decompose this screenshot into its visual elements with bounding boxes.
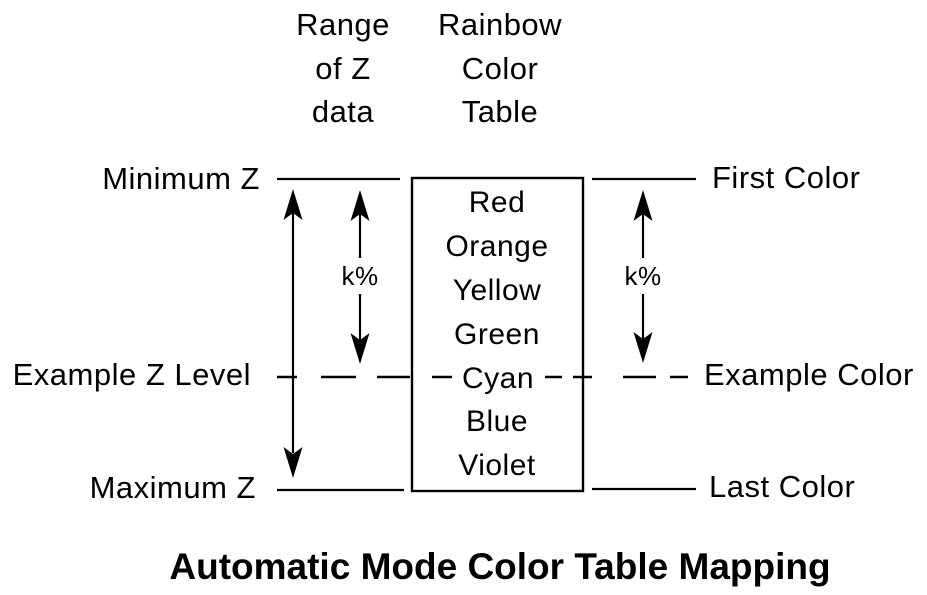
z-range-arrow xyxy=(283,189,303,478)
rainbow-color-table-box xyxy=(410,176,585,493)
z-range-column-header: Range of Z data xyxy=(296,7,390,129)
diagram-caption: Automatic Mode Color Table Mapping xyxy=(169,546,830,587)
arrow-down-head xyxy=(350,333,370,364)
minimum-z-label: Minimum Z xyxy=(102,161,260,196)
color-table-entry: Violet xyxy=(458,449,536,482)
color-table-entry: Yellow xyxy=(453,274,542,307)
right-k-percent-arrow: k% xyxy=(624,190,661,363)
arrow-down-head xyxy=(283,447,303,478)
color-table-entry: Green xyxy=(454,318,540,351)
maximum-z-label: Maximum Z xyxy=(90,470,256,505)
arrow-up-head xyxy=(633,190,653,221)
example-color-label: Example Color xyxy=(704,357,914,392)
example-z-level-label: Example Z Level xyxy=(13,357,251,392)
left-k-percent-arrow: k% xyxy=(341,190,378,364)
first-color-label: First Color xyxy=(712,160,860,195)
arrow-up-head xyxy=(283,189,303,220)
z-range-header-line-3: data xyxy=(312,94,375,129)
left-k-percent-label: k% xyxy=(341,261,378,291)
color-table-entry: Red xyxy=(469,186,526,219)
rainbow-header-line-1: Rainbow xyxy=(438,7,562,42)
z-range-header-line-2: of Z xyxy=(315,51,370,86)
right-k-percent-label: k% xyxy=(624,261,661,291)
rainbow-header-line-2: Color xyxy=(462,51,539,86)
color-table-entry: Orange xyxy=(445,230,548,263)
color-table-entry: Blue xyxy=(466,405,528,438)
rainbow-color-list: Red Orange Yellow Green Cyan Blue Violet xyxy=(445,186,548,482)
arrow-down-head xyxy=(633,332,653,363)
z-range-header-line-1: Range xyxy=(296,7,390,42)
last-color-label: Last Color xyxy=(709,469,855,504)
color-table-entry: Cyan xyxy=(462,362,534,395)
rainbow-table-column-header: Rainbow Color Table xyxy=(438,7,562,129)
rainbow-header-line-3: Table xyxy=(462,94,539,129)
arrow-up-head xyxy=(350,190,370,221)
